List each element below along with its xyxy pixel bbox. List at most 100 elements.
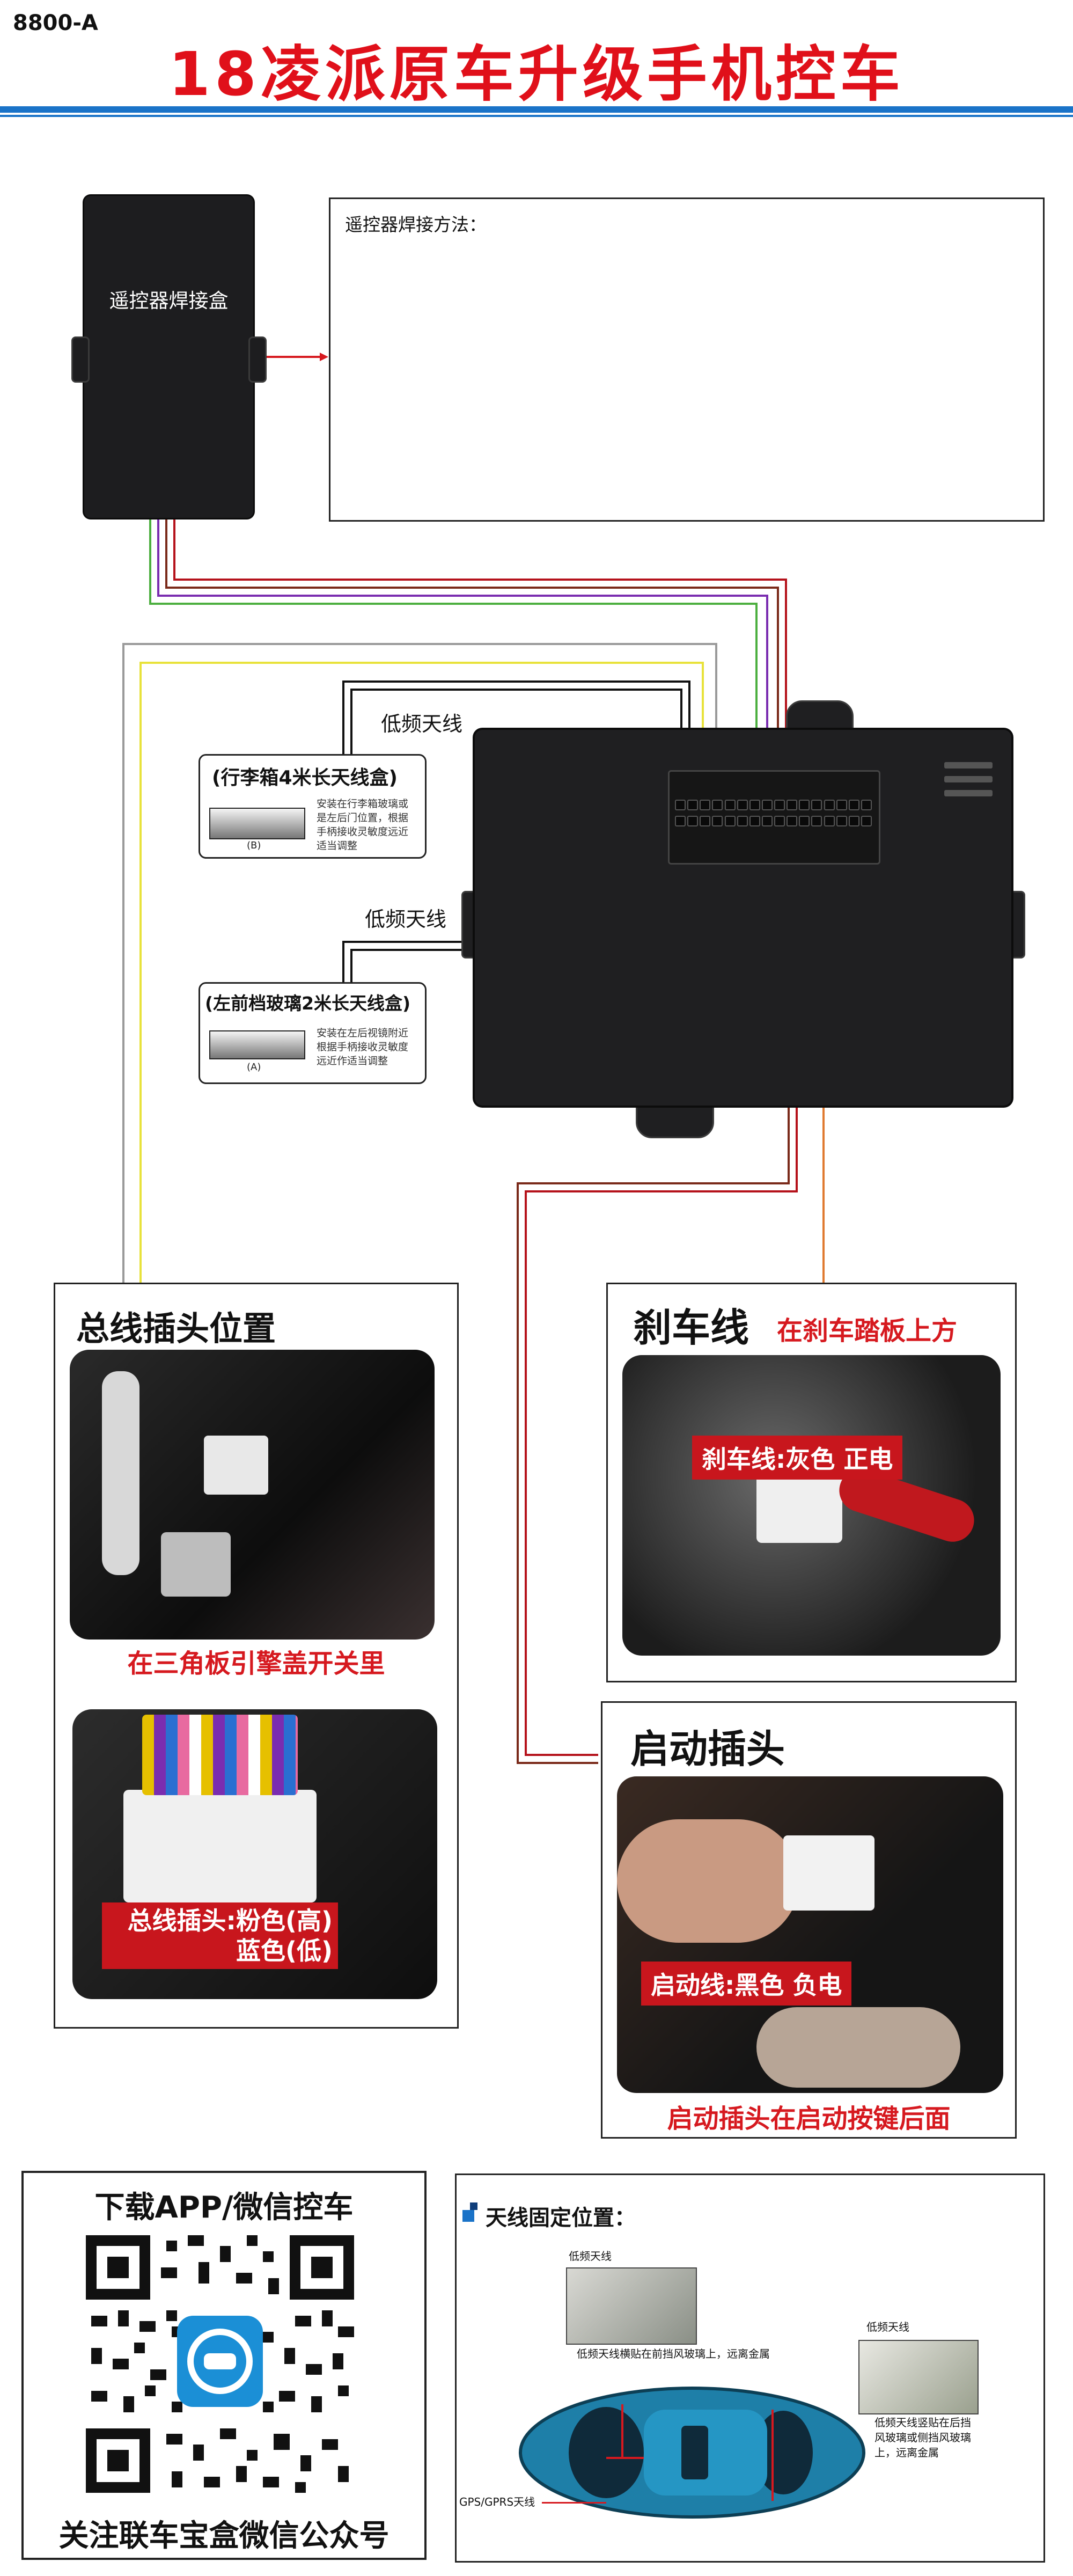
bus-plug-tag: 总线插头:粉色(高) 蓝色(低) xyxy=(102,1902,338,1969)
gps-antenna-label: GPS/GPRS天线 xyxy=(459,2496,535,2508)
remote-box-ear-left xyxy=(71,336,90,383)
pin xyxy=(811,816,822,826)
photo-hand xyxy=(617,1819,799,1943)
model-code: 8800-A xyxy=(13,11,98,35)
windshield-antenna-title: (左前档玻璃2米长天线盒) xyxy=(205,993,411,1014)
desc-line: 安装在左后视镜附近 xyxy=(317,1027,409,1039)
start-wire-tag: 启动线:黑色 负电 xyxy=(641,1962,852,2006)
welding-method-box xyxy=(329,197,1045,522)
pin xyxy=(848,800,859,810)
pin xyxy=(787,800,798,810)
start-plug-photo xyxy=(617,1776,1003,2093)
rear-antenna-photo xyxy=(858,2340,979,2414)
trunk-antenna-desc: 安装在行李箱玻璃或 是左后门位置，根据 手柄接收灵敏度远近 适当调整 xyxy=(317,797,408,853)
header-rule-thin xyxy=(0,115,1073,117)
pin xyxy=(675,816,686,826)
bus-panel-title: 总线插头位置 xyxy=(76,1309,276,1348)
pin xyxy=(848,816,859,826)
antenna-letter: (A) xyxy=(247,1062,261,1073)
module-connector-pins xyxy=(675,800,873,826)
header-rule xyxy=(0,106,1073,113)
photo-switch xyxy=(161,1532,231,1597)
pin xyxy=(737,816,748,826)
pin xyxy=(749,816,760,826)
module-vents xyxy=(944,762,993,796)
vent xyxy=(944,776,993,782)
qr-footer: 关注联车宝盒微信公众号 xyxy=(58,2519,389,2553)
pin xyxy=(836,800,847,810)
brake-photo xyxy=(622,1355,1001,1656)
front-antenna-photo xyxy=(566,2267,697,2345)
brake-wire-tag: 刹车线:灰色 正电 xyxy=(692,1436,903,1480)
note-line: 上，远离金属 xyxy=(874,2446,939,2459)
photo-cable xyxy=(102,1371,139,1575)
vent xyxy=(944,790,993,796)
trunk-antenna-box xyxy=(199,754,427,859)
desc-line: 手柄接收灵敏度远近 xyxy=(317,826,409,838)
photo-thumb xyxy=(756,2007,960,2088)
photo-wires xyxy=(142,1715,298,1795)
pin xyxy=(749,800,760,810)
square-bullet-icon xyxy=(462,2210,474,2222)
pin xyxy=(700,800,711,810)
pin xyxy=(687,816,699,826)
vent xyxy=(944,762,993,769)
antenna-fix-panel xyxy=(455,2174,1045,2563)
rear-antenna-label: 低频天线 xyxy=(866,2321,909,2333)
antenna-letter: (B) xyxy=(247,840,261,851)
antenna-bar-icon xyxy=(209,808,305,839)
bus-tag-line: 总线插头:粉色(高) xyxy=(127,1906,333,1935)
rear-antenna-note: 低频天线竖贴在后挡 风玻璃或侧挡风玻璃 上，远离金属 xyxy=(874,2415,971,2460)
pin xyxy=(799,816,810,826)
note-line: 低频天线竖贴在后挡 xyxy=(874,2416,971,2429)
desc-line: 安装在行李箱玻璃或 xyxy=(317,798,409,810)
qr-heading: 下载APP/微信控车 xyxy=(94,2190,354,2225)
antenna-fix-heading: 天线固定位置： xyxy=(486,2206,636,2230)
desc-line: 根据手柄接收灵敏度 xyxy=(317,1041,409,1053)
remote-box-ear-right xyxy=(248,336,267,383)
start-plug-caption: 启动插头在启动按键后面 xyxy=(667,2104,951,2134)
windshield-antenna-desc: 安装在左后视镜附近 根据手柄接收灵敏度 远近作适当调整 xyxy=(317,1026,408,1068)
antenna-bar-icon xyxy=(209,1030,305,1059)
pin xyxy=(737,800,748,810)
front-antenna-label: 低频天线 xyxy=(569,2250,612,2263)
remote-welding-box xyxy=(84,196,253,518)
desc-line: 是左后门位置，根据 xyxy=(317,812,409,824)
page-title: 18凌派原车升级手机控车 xyxy=(168,40,905,109)
car-top-view xyxy=(519,2387,865,2519)
pin xyxy=(824,800,835,810)
qr-panel xyxy=(21,2171,427,2560)
start-panel-title: 启动插头 xyxy=(630,1726,785,1772)
pin xyxy=(836,816,847,826)
pin xyxy=(724,816,736,826)
pin xyxy=(712,816,723,826)
bus-location-caption: 在三角板引擎盖开关里 xyxy=(127,1649,385,1679)
note-line: 风玻璃或侧挡风玻璃 xyxy=(874,2431,971,2444)
remote-box-label: 遥控器焊接盒 xyxy=(109,289,229,312)
pin xyxy=(774,800,785,810)
desc-line: 适当调整 xyxy=(317,840,358,852)
pin xyxy=(761,816,773,826)
pin xyxy=(799,800,810,810)
pin xyxy=(861,816,872,826)
gps-pointer-line xyxy=(542,2502,606,2504)
photo-plug xyxy=(123,1790,317,1902)
welding-method-label: 遥控器焊接方法： xyxy=(345,214,487,235)
photo-connector xyxy=(204,1436,268,1495)
low-frequency-antenna-label: 低频天线 xyxy=(365,908,447,931)
brake-panel-title: 刹车线 xyxy=(633,1305,749,1350)
trunk-antenna-title: (行李箱4米长天线盒) xyxy=(212,767,398,789)
pin xyxy=(861,800,872,810)
bus-location-photo xyxy=(70,1350,435,1640)
pin xyxy=(675,800,686,810)
qr-code[interactable] xyxy=(80,2230,359,2498)
square-bullet-icon-2 xyxy=(470,2202,477,2210)
desc-line: 远近作适当调整 xyxy=(317,1055,388,1067)
pin xyxy=(712,800,723,810)
pin xyxy=(761,800,773,810)
bus-tag-line: 蓝色(低) xyxy=(236,1936,333,1965)
pin xyxy=(724,800,736,810)
front-antenna-note: 低频天线横贴在前挡风玻璃上，远离金属 xyxy=(577,2347,770,2360)
wiring-diagram xyxy=(122,353,838,1764)
pin xyxy=(824,816,835,826)
